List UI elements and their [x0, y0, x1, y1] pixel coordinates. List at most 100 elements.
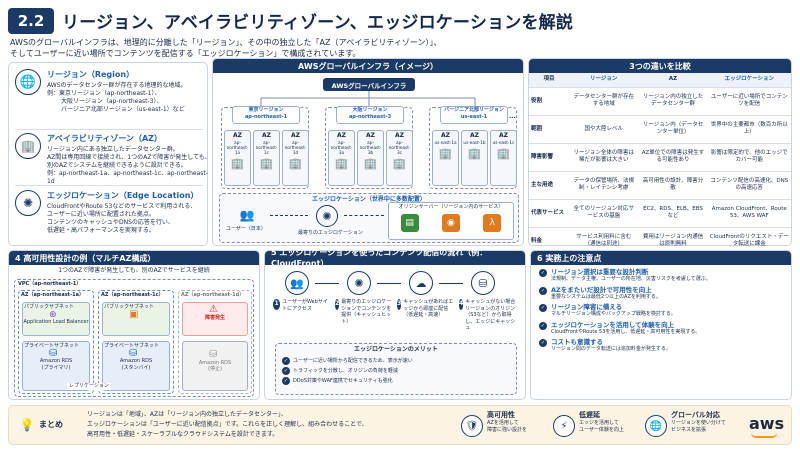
- summary-text: リージョンは「地域」、AZは「リージョン内の独立したデータセンター」、 エッジロ…: [87, 410, 368, 440]
- edge-strip-title: エッジロケーション（世界中に多数配置）: [312, 196, 426, 203]
- table-cell: 影響は限定的で、他のエッジでカバー可能: [707, 143, 791, 172]
- private-subnet-a: プライベートサブネット ⛁ Amazon RDS (プライマリ): [22, 341, 90, 391]
- check-icon: ✓: [539, 339, 547, 347]
- az-code: ap-northeast-1a: [226, 139, 249, 155]
- arrow: [439, 283, 463, 284]
- summary-item-title: グローバル対応: [671, 411, 720, 419]
- building-icon: 🏢: [288, 156, 303, 170]
- rds-icon: ⛁: [209, 349, 218, 360]
- arrow: [377, 283, 401, 284]
- table-cell: 高可用性の設計、障害分散: [638, 171, 708, 200]
- region-desc: 大阪リージョン（ap-northeast-3）、: [61, 98, 163, 105]
- az-label: AZ: [337, 132, 346, 139]
- az-desc: リージョン内にある独立したデータセンター群。: [47, 146, 179, 153]
- edge-title: エッジロケーション（Edge Location）: [47, 191, 199, 200]
- globe-icon: 🌐: [645, 415, 667, 437]
- region-name: 大阪リージョン: [352, 107, 388, 113]
- merit-item: ✓DDoS対策やWAF連携でセキュリティも強化: [282, 377, 510, 385]
- region-code: us-east-1: [460, 113, 488, 120]
- table-cell: 世界中の主要都市（数百カ所以上）: [707, 115, 791, 144]
- ec2-icon: ▣: [129, 308, 139, 320]
- summary-line: 高可用性・低遅延・スケーラブルなクラウドシステムを設計できます。: [87, 431, 279, 438]
- origin-label: オリジンサーバー（リージョン内のサービス）: [398, 204, 504, 210]
- point-title: エッジロケーションを活用して体験を向上: [551, 320, 675, 329]
- merit-title: エッジロケーションのメリット: [354, 346, 438, 353]
- building-icon: 🏢: [392, 156, 407, 170]
- table-row: 範囲国や大陸レベルリージョン内（データセンター単位）世界中の主要都市（数百カ所以…: [529, 115, 791, 144]
- point-desc: マルチリージョン構成やバックアップ戦略を検討する。: [551, 311, 676, 317]
- origin-box: オリジンサーバー（リージョン内のサービス） ▤ ◉ λ: [388, 202, 514, 240]
- step-number: 2: [335, 299, 340, 310]
- summary-item-desc: ビジネスを拡張: [671, 426, 707, 433]
- merit-item: ✓ユーザーに近い場所から配信できるため、表示が速い: [282, 357, 510, 365]
- section-badge: 2.2: [8, 8, 54, 34]
- merit-item: ✓トラフィックを分散し、オリジンの負荷を軽減: [282, 367, 510, 375]
- step-text: キャッシュがない場合リージョンのオリジン（S3など）から取得し、エッジにキャッシ…: [465, 299, 516, 331]
- building-icon: 🏢: [496, 146, 511, 160]
- alb-icon: ⊛: [49, 309, 57, 320]
- az-a-box: AZ（ap-northeast-1a） パブリックサブネット ⊛ Applica…: [18, 290, 94, 394]
- point-desc: CloudFrontやRoute 53を活用し、低遅延・高可用性を実現する。: [551, 328, 701, 335]
- rds-label: Amazon RDS: [198, 359, 232, 366]
- edge-node-icon: ✺: [316, 205, 338, 227]
- points-list: ✓リージョン選択は重要な設計判断法規制、データ主権、ユーザーの所在地、災害リスク…: [531, 265, 791, 359]
- region-desc: AWSのデータセンター群が存在する地理的な地域。: [47, 82, 187, 89]
- users-icon: 👥: [239, 208, 255, 222]
- warning-icon: ⚠: [209, 304, 218, 315]
- table-cell: AZ単位での障害は発生する可能性あり: [638, 143, 708, 172]
- point-desc: 重要なシステムは最低2つ以上のAZを利用する。: [551, 293, 661, 300]
- summary-item: グローバル対応リージョンを使い分けてビジネスを拡張: [671, 411, 726, 433]
- edge-def: ✺ エッジロケーション（Edge Location） CloudFrontやRo…: [15, 190, 198, 235]
- table-cell: ユーザーに近い場所でコンテンツを配信: [707, 87, 791, 116]
- lambda-icon: λ: [483, 213, 502, 232]
- vpc-label: VPC（ap-northeast-1）: [18, 281, 82, 287]
- region-name: 東京リージョン: [248, 107, 284, 113]
- users-icon: 👥: [285, 271, 309, 295]
- lightbulb-icon: 💡: [19, 418, 35, 432]
- stopped-rds-box: ⛁ Amazon RDS (停止): [182, 341, 248, 391]
- table-cell: コンテンツ配信の高速化、DNSの高速応答: [707, 171, 791, 200]
- rds-role: (スタンバイ): [121, 364, 151, 371]
- rds-label: Amazon RDS: [119, 358, 153, 364]
- aws-logo: aws: [749, 414, 785, 433]
- table-cell: 役割: [529, 87, 569, 116]
- fault-box: ⚠ 障害発生: [182, 302, 248, 336]
- infra-header: AWSグローバルインフラ（イメージ）: [213, 59, 523, 73]
- table-cell: Amazon CloudFront、Route 53、AWS WAF: [707, 199, 791, 228]
- table-cell: 範囲: [529, 115, 569, 144]
- shield-icon: 🛡: [461, 415, 483, 437]
- region-code: ap-northeast-1: [244, 113, 288, 120]
- edge-strip: エッジロケーション（世界中に多数配置） 👥 ユーザー（日本） ✺ 最寄りのエッジ…: [219, 193, 519, 243]
- az-code: us-east-1a: [434, 139, 457, 145]
- table-cell: 代表サービス: [529, 199, 569, 228]
- merit-text: トラフィックを分散し、オリジンの負荷を軽減: [293, 367, 398, 374]
- az-label: AZ: [395, 132, 404, 139]
- user-label: ユーザー（日本）: [226, 226, 266, 232]
- region-code: ap-northeast-3: [348, 113, 392, 120]
- summary-item-desc: リージョンを使い分けて: [671, 420, 726, 426]
- az-code: ap-northeast-3c: [388, 139, 411, 155]
- multiaz-header: 4 高可用性設計の例（マルチAZ構成）: [9, 251, 259, 265]
- points-card: 6 実務上の注意点 ✓リージョン選択は重要な設計判断法規制、データ主権、ユーザー…: [530, 250, 792, 400]
- edge-desc: CloudFrontやRoute 53などのサービスで利用される、: [47, 203, 197, 210]
- az-c-label: AZ（ap-northeast-1c）: [101, 292, 164, 298]
- az-label: AZ: [291, 132, 300, 139]
- page-title: リージョン、アベイラビリティゾーン、エッジロケーションを解説: [62, 13, 574, 33]
- check-icon: ✓: [282, 377, 290, 385]
- check-icon: ✓: [539, 321, 547, 330]
- divider: [15, 185, 203, 186]
- check-icon: ✓: [282, 367, 290, 375]
- fault-label: 障害発生: [204, 314, 225, 321]
